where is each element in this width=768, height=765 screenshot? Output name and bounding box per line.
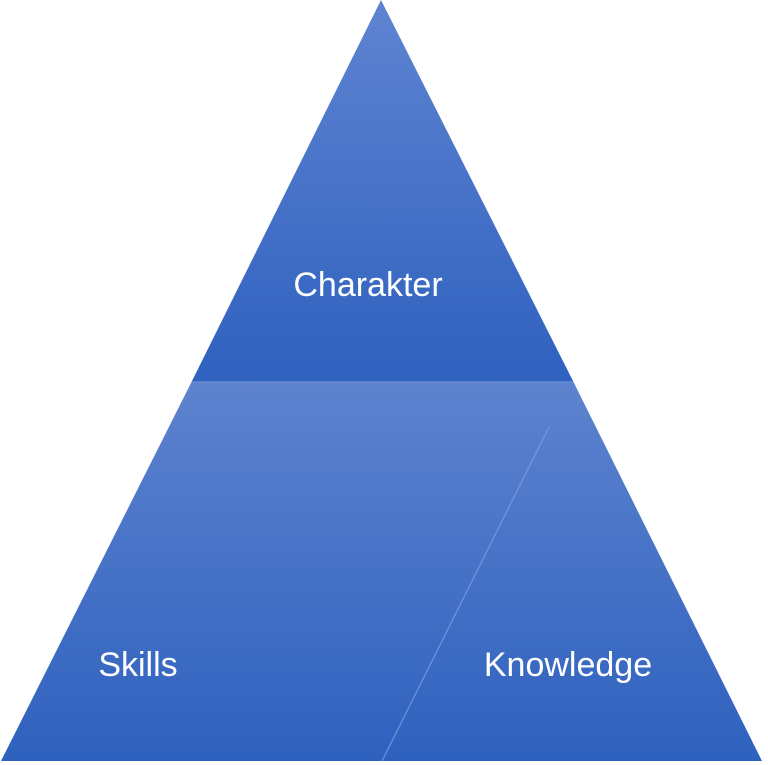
label-charakter: Charakter (293, 266, 442, 304)
label-skills: Skills (98, 646, 177, 684)
pyramid-top-section (192, 0, 573, 381)
section-divider-line (381, 426, 550, 762)
pyramid-bottom-section (1, 381, 762, 761)
label-knowledge: Knowledge (484, 646, 652, 684)
